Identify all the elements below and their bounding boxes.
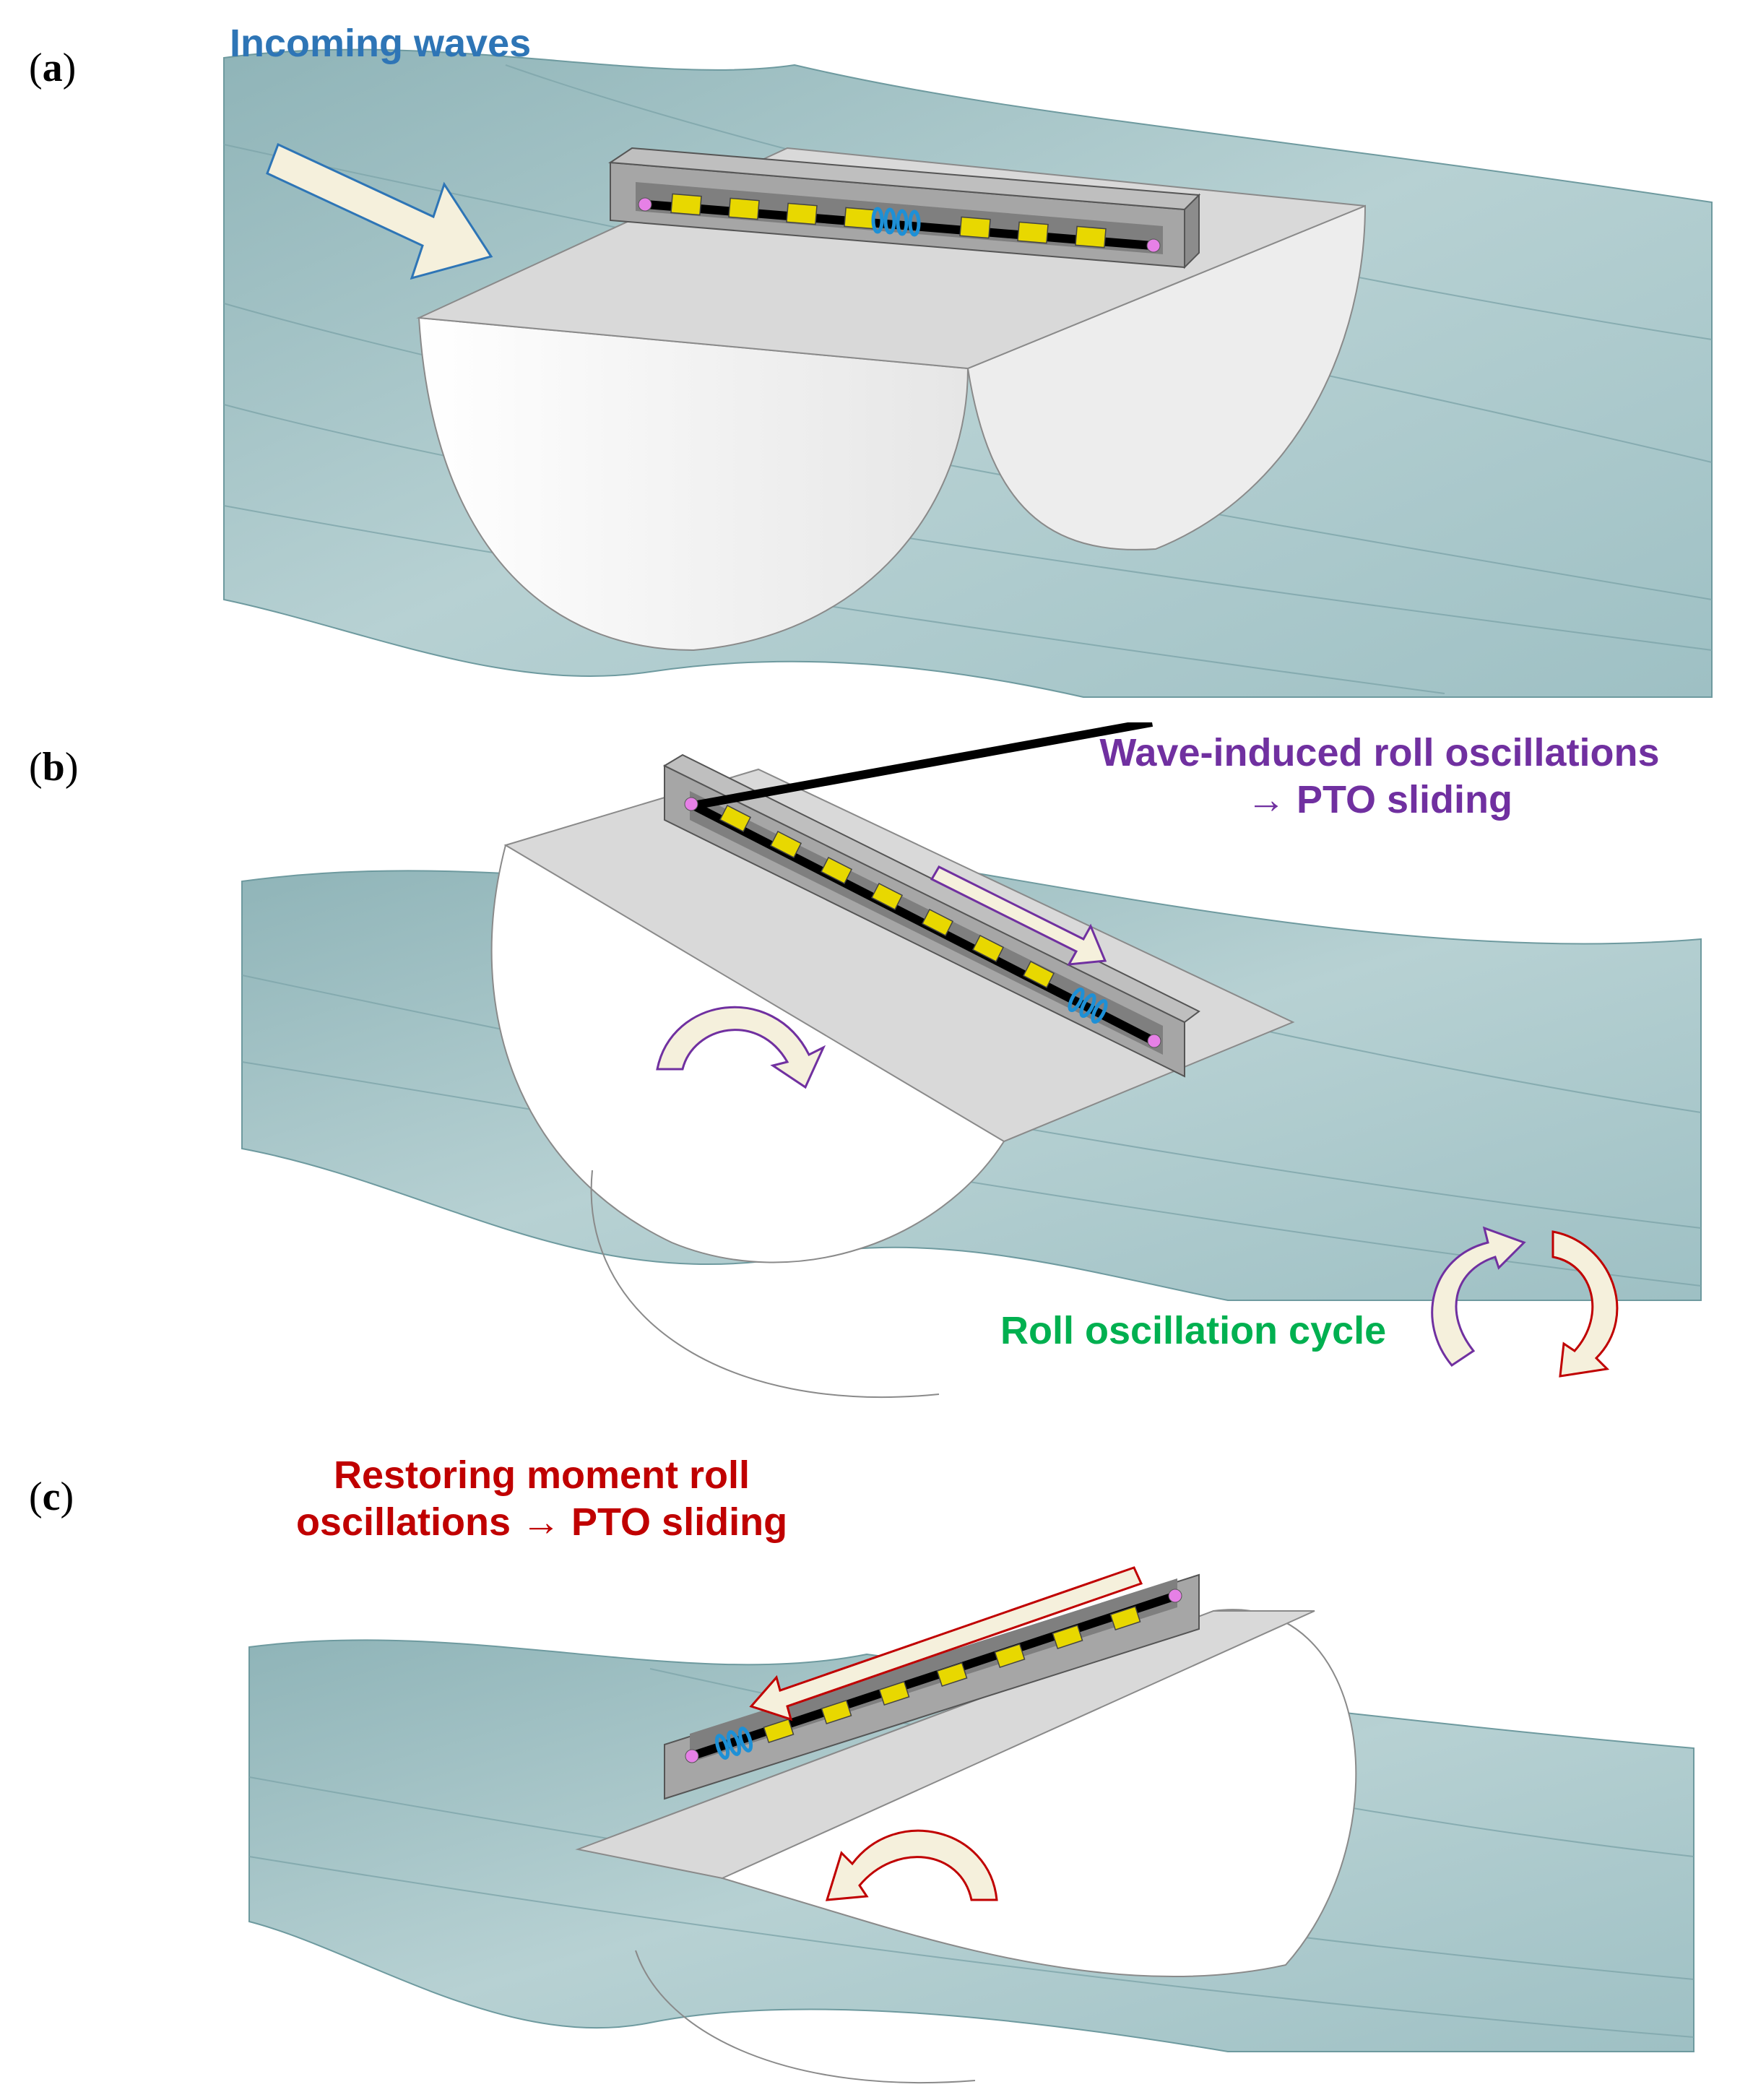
caption-wave-induced: Wave-induced roll oscillations → PTO sli…	[1065, 730, 1694, 824]
caption-incoming-waves: Incoming waves	[230, 22, 532, 65]
pto-sliding-arrow-c	[749, 1566, 1143, 1721]
pto-sliding-arrow-b	[930, 865, 1107, 966]
caption-wave-induced-line1: Wave-induced roll oscillations	[1099, 731, 1660, 774]
roll-arrow-c	[825, 1829, 998, 1901]
panel-label-a: (a)	[29, 46, 77, 90]
panel-label-c: (c)	[29, 1474, 74, 1519]
roll-arrow-b	[656, 1006, 826, 1089]
pto-rod-a	[638, 193, 1161, 253]
panel-c-illustration	[248, 1566, 1694, 2083]
hull-side-a	[417, 316, 969, 652]
hull-side-b	[490, 844, 1005, 1263]
panel-a-illustration	[223, 48, 1713, 698]
hull-side-c	[720, 1609, 1357, 1978]
caption-restoring: Restoring moment roll oscillations → PTO…	[260, 1452, 823, 1546]
caption-roll-cycle: Roll oscillation cycle	[1000, 1309, 1387, 1352]
panel-label-b: (b)	[29, 745, 79, 790]
pto-rod-b	[684, 722, 1161, 1048]
hull-arc-c	[635, 1950, 976, 2083]
pto-rod-c	[685, 1589, 1182, 1763]
incoming-waves-arrow	[266, 142, 493, 280]
caption-wave-induced-line2: → PTO sliding	[1246, 777, 1513, 821]
roll-cycle-diagram	[1431, 1226, 1619, 1378]
caption-restoring-line2: oscillations → PTO sliding	[295, 1500, 788, 1544]
hull-end-a	[966, 204, 1367, 550]
panel-b-illustration	[241, 722, 1702, 1398]
hull-arc-b	[590, 1170, 940, 1398]
caption-restoring-line1: Restoring moment roll	[333, 1453, 750, 1497]
